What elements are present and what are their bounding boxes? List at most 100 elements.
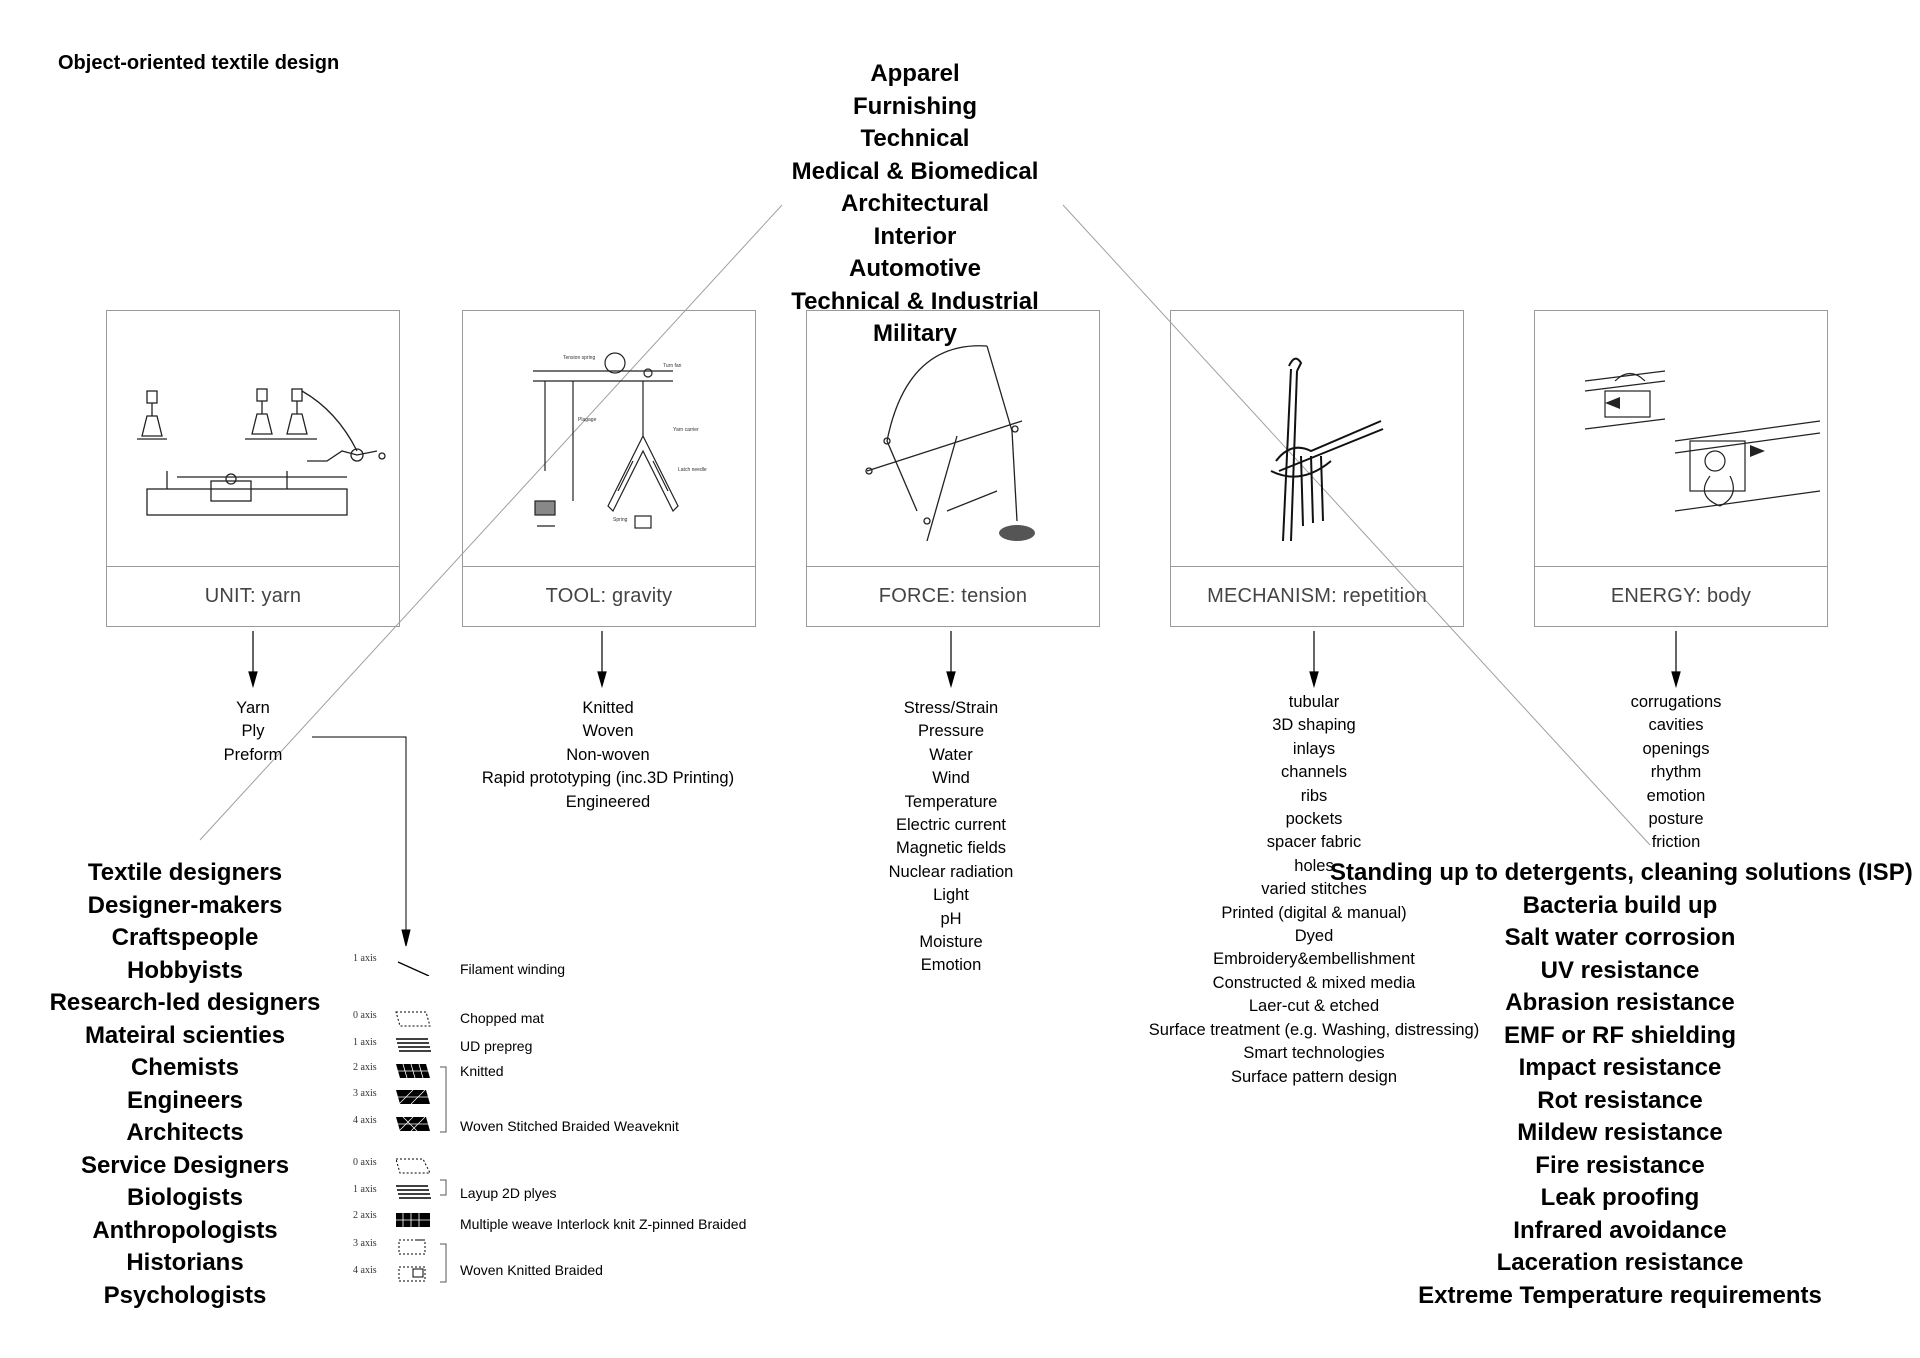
list-item: Surface pattern design	[1230, 1067, 1398, 1086]
svg-text:Tension spring: Tension spring	[563, 355, 595, 361]
list-item: Chemists	[130, 1054, 240, 1081]
list-item: Woven	[582, 722, 634, 741]
list-item: Constructed & mixed media	[1212, 973, 1416, 992]
axis-label: 1 axis	[353, 1037, 377, 1048]
list-item: Engineers	[126, 1086, 244, 1114]
axis-label: 3 axis	[353, 1088, 377, 1099]
axis-label: 3 axis	[353, 1238, 377, 1249]
list-item: Designer-makers	[87, 891, 283, 919]
axis-description: Filament winding	[460, 961, 566, 977]
list-item: Embroidery&embellishment	[1213, 950, 1415, 969]
energy-list: corrugations cavities openings rhythm em…	[1596, 691, 1756, 855]
arrow-tool	[597, 631, 607, 689]
list-item: channels	[1280, 763, 1348, 782]
people-list: Textile designers Designer-makers Crafts…	[30, 857, 340, 1312]
list-item: Salt water corrosion	[1504, 924, 1736, 951]
axis-label: 0 axis	[353, 1157, 377, 1168]
arrow-mechanism	[1309, 631, 1319, 689]
list-item: Water	[929, 745, 973, 764]
tool-list: Knitted Woven Non-woven Rapid prototypin…	[450, 697, 766, 814]
card-caption: TOOL: gravity	[545, 585, 673, 607]
list-item: EMF or RF shielding	[1504, 1021, 1736, 1049]
list-item: Psychologists	[103, 1281, 267, 1309]
axis-description: UD prepreg	[460, 1038, 533, 1054]
list-item: spacer fabric	[1266, 833, 1362, 852]
filament-line-icon	[397, 961, 430, 976]
axis-description: Knitted	[460, 1063, 504, 1079]
list-item: Stress/Strain	[903, 699, 999, 717]
list-item: Preform	[223, 745, 283, 764]
list-item: Yarn	[236, 699, 270, 717]
list-item: Hobbyists	[126, 956, 243, 984]
chopped-mat-icon	[395, 1011, 431, 1027]
list-item: Architectural	[840, 190, 990, 217]
list-item: Non-woven	[566, 745, 650, 764]
list-item: Technical	[860, 125, 970, 152]
svg-text:Plagage: Plagage	[578, 417, 597, 423]
page-title: Object-oriented textile design	[58, 52, 340, 74]
list-item: holes	[1294, 856, 1334, 875]
list-item: Anthropologists	[92, 1216, 278, 1244]
list-item: 3D shaping	[1272, 716, 1356, 735]
list-item: friction	[1651, 833, 1701, 852]
card-force: FORCE: tension	[806, 310, 1100, 627]
list-item: Light	[933, 886, 969, 905]
list-item: Pressure	[917, 722, 985, 741]
layup-1axis-icon	[396, 1185, 431, 1199]
applications-list: Apparel Furnishing Technical Medical & B…	[760, 58, 1070, 351]
list-item: Impact resistance	[1518, 1054, 1722, 1081]
list-item: Standing up to detergents, cleaning solu…	[1330, 859, 1913, 886]
axis-description: Woven Knitted Braided	[460, 1262, 603, 1278]
card-caption: FORCE: tension	[878, 585, 1028, 607]
axis-description: Woven Stitched Braided Weaveknit	[460, 1118, 679, 1134]
list-item: Knitted	[582, 699, 634, 717]
latch-needle-diagram-icon	[1171, 311, 1463, 567]
list-item: Medical & Biomedical	[791, 157, 1039, 185]
card-caption: MECHANISM: repetition	[1207, 585, 1427, 607]
list-item: tubular	[1288, 693, 1340, 711]
svg-text:Latch needle: Latch needle	[678, 467, 707, 473]
list-item: Smart technologies	[1243, 1044, 1385, 1063]
list-item: Service Designers	[80, 1151, 290, 1179]
force-list: Stress/Strain Pressure Water Wind Temper…	[850, 697, 1052, 978]
list-item: Dyed	[1294, 927, 1334, 946]
list-item: Mildew resistance	[1517, 1119, 1723, 1146]
axis-label: 2 axis	[353, 1210, 377, 1221]
tension-frame-diagram-icon	[807, 311, 1099, 567]
list-item: pockets	[1285, 810, 1343, 829]
card-energy: ENERGY: body	[1534, 310, 1828, 627]
list-item: Laceration resistance	[1496, 1249, 1744, 1276]
list-item: Magnetic fields	[895, 839, 1007, 858]
list-item: ribs	[1300, 786, 1328, 805]
list-item: Mateiral scienties	[84, 1021, 286, 1049]
axis-description: Layup 2D plyes	[460, 1185, 557, 1201]
card-caption: UNIT: yarn	[204, 585, 302, 607]
knitted-2axis-icon	[396, 1063, 430, 1079]
axis-label: 0 axis	[353, 1010, 377, 1021]
list-item: Nuclear radiation	[888, 862, 1014, 881]
list-item: Craftspeople	[111, 924, 259, 951]
axis-label: 1 axis	[353, 953, 377, 964]
list-item: Biologists	[126, 1184, 243, 1211]
list-item: Extreme Temperature requirements	[1418, 1281, 1822, 1309]
list-item: Moisture	[919, 933, 983, 952]
list-item: Interior	[873, 222, 957, 250]
axis-label: 1 axis	[353, 1184, 377, 1195]
list-item: Apparel	[870, 60, 960, 87]
list-item: Leak proofing	[1540, 1184, 1700, 1211]
requirements-list: Standing up to detergents, cleaning solu…	[1330, 857, 1913, 1312]
list-item: Historians	[126, 1249, 244, 1276]
yarn-spinning-diagram-icon	[107, 311, 399, 567]
list-item: inlays	[1292, 739, 1336, 758]
card-unit: UNIT: yarn	[106, 310, 400, 627]
card-mechanism: MECHANISM: repetition	[1170, 310, 1464, 627]
list-item: Rot resistance	[1537, 1086, 1703, 1114]
list-item: varied stitches	[1261, 880, 1367, 899]
list-item: corrugations	[1630, 693, 1722, 711]
axis-label: 4 axis	[353, 1265, 377, 1276]
list-item: Furnishing	[853, 92, 977, 120]
arrow-energy	[1671, 631, 1681, 689]
list-item: Military	[872, 320, 958, 347]
